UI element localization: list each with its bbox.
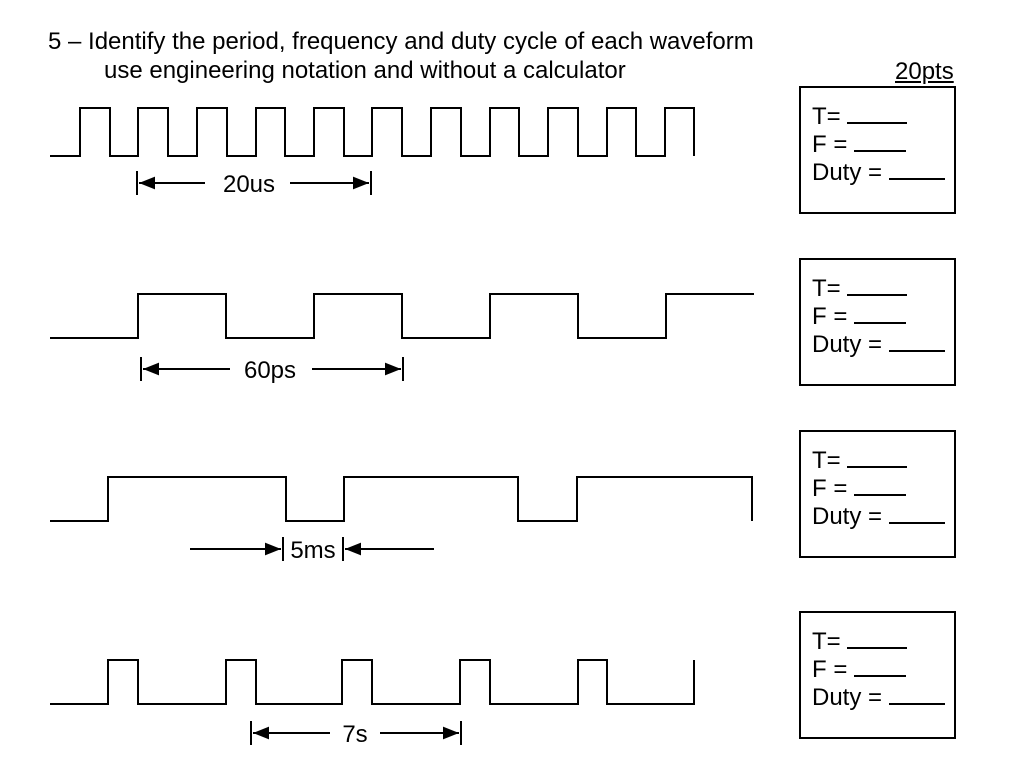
- waveform-1: [50, 107, 695, 157]
- period-blank[interactable]: [847, 102, 908, 124]
- period-label: T=: [812, 447, 841, 474]
- frequency-label: F =: [812, 656, 848, 683]
- duty-blank[interactable]: [888, 330, 945, 352]
- period-blank[interactable]: [847, 274, 908, 296]
- period-label: T=: [812, 275, 841, 302]
- duty-blank[interactable]: [888, 158, 945, 180]
- waveform-2: [50, 293, 754, 339]
- period-label: T=: [812, 628, 841, 655]
- frequency-label: F =: [812, 303, 848, 330]
- frequency-blank[interactable]: [854, 655, 907, 677]
- answer-box-4: T= F = Duty =: [799, 611, 956, 739]
- answer-box-1: T= F = Duty =: [799, 86, 956, 214]
- duty-label: Duty =: [812, 503, 883, 530]
- frequency-blank[interactable]: [854, 474, 907, 496]
- period-label: T=: [812, 103, 841, 130]
- period-blank[interactable]: [847, 446, 908, 468]
- frequency-label: F =: [812, 131, 848, 158]
- duty-blank[interactable]: [888, 683, 945, 705]
- frequency-blank[interactable]: [854, 130, 907, 152]
- dim-label-2: 60ps: [244, 357, 296, 384]
- period-blank[interactable]: [847, 627, 908, 649]
- duty-label: Duty =: [812, 684, 883, 711]
- duty-label: Duty =: [812, 159, 883, 186]
- answer-box-3: T= F = Duty =: [799, 430, 956, 558]
- dim-label-1: 20us: [223, 171, 275, 198]
- dim-label-3: 5ms: [290, 537, 335, 564]
- question-line-1: 5 – Identify the period, frequency and d…: [48, 28, 754, 55]
- dim-label-4: 7s: [342, 721, 367, 748]
- question-line-2: use engineering notation and without a c…: [104, 57, 626, 84]
- points-label: 20pts: [895, 58, 954, 85]
- waveform-4: [50, 659, 695, 705]
- answer-box-2: T= F = Duty =: [799, 258, 956, 386]
- duty-label: Duty =: [812, 331, 883, 358]
- waveform-3: [50, 476, 753, 522]
- duty-blank[interactable]: [888, 502, 945, 524]
- frequency-blank[interactable]: [854, 302, 907, 324]
- frequency-label: F =: [812, 475, 848, 502]
